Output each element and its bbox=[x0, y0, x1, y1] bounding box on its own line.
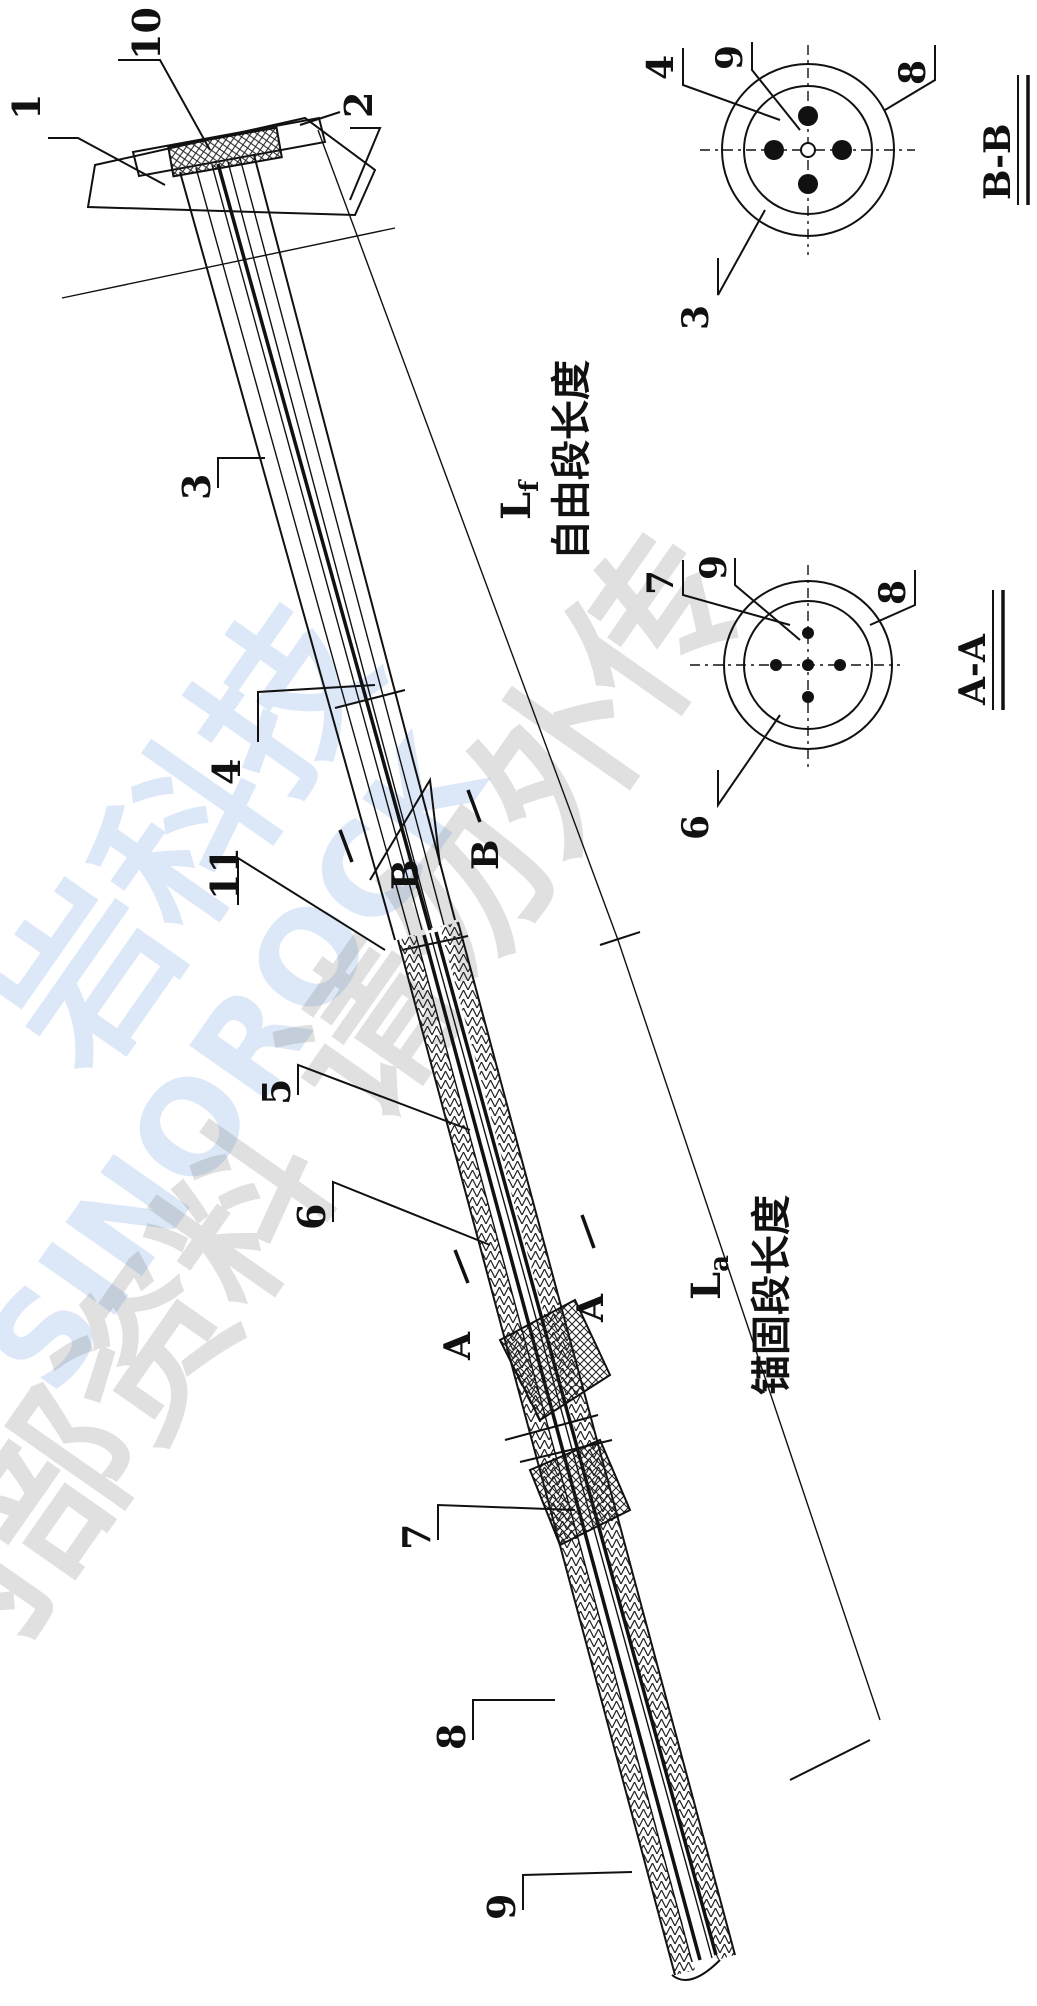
aa-callout-8: 8 bbox=[872, 580, 914, 605]
bearing-pad bbox=[86, 116, 377, 217]
callout-4: 4 bbox=[204, 759, 249, 785]
anchorage-length-label: 锚固段长度 bbox=[749, 1195, 795, 1395]
free-length-label: 自由段长度 bbox=[549, 360, 595, 560]
anchorage-length-symbol: La bbox=[683, 1255, 735, 1300]
bb-callout-3: 3 bbox=[675, 305, 717, 330]
callout-numbers: 1 10 2 3 4 11 5 6 7 8 9 bbox=[4, 7, 524, 1920]
dimension-lines: Lf 自由段长度 La 锚固段长度 bbox=[299, 111, 881, 1781]
bb-callout-4: 4 bbox=[640, 55, 682, 80]
section-mark-a-right: A bbox=[570, 1293, 612, 1323]
aa-callout-9: 9 bbox=[693, 555, 735, 580]
section-a-a: 7 9 8 6 A-A bbox=[640, 555, 1005, 840]
anchor-plate bbox=[131, 116, 327, 178]
section-b-b: 4 9 8 3 B-B bbox=[640, 42, 1030, 330]
callout-8: 8 bbox=[429, 1724, 474, 1750]
callout-5: 5 bbox=[254, 1079, 299, 1105]
callout-3: 3 bbox=[174, 474, 219, 500]
cut-a-right-tick bbox=[580, 1214, 596, 1249]
head-cut-line bbox=[61, 227, 396, 299]
cut-a-left-tick bbox=[453, 1249, 470, 1284]
wedge-block bbox=[167, 126, 283, 178]
callout-9: 9 bbox=[479, 1894, 524, 1920]
anchor-head bbox=[61, 116, 396, 299]
dim-free-length bbox=[317, 129, 619, 941]
callout-2: 2 bbox=[336, 92, 381, 118]
free-length-symbol: Lf bbox=[493, 479, 545, 520]
callout-6: 6 bbox=[289, 1204, 334, 1230]
callout-10: 10 bbox=[124, 7, 169, 60]
dim-anchorage-length bbox=[617, 939, 881, 1721]
callout-leaders bbox=[48, 59, 633, 1910]
section-mark-b-left: B bbox=[385, 860, 427, 890]
watermark: 岩科技 SINOROCK 内部资料 请勿外传 bbox=[0, 504, 782, 1742]
cut-b-right-tick bbox=[466, 789, 482, 823]
bb-callout-8: 8 bbox=[892, 60, 934, 85]
anchorage-grout bbox=[397, 921, 736, 1981]
section-b-b-title: B-B bbox=[977, 124, 1019, 200]
section-cut-markers: B B A A bbox=[338, 789, 612, 1361]
spacer-6 bbox=[498, 1298, 612, 1422]
callout-7: 7 bbox=[394, 1524, 439, 1550]
section-a-a-title: A-A bbox=[952, 633, 994, 706]
spacer-7 bbox=[528, 1438, 632, 1547]
anchor-body bbox=[179, 154, 736, 1981]
aa-callout-7: 7 bbox=[640, 570, 682, 595]
aa-callout-6: 6 bbox=[675, 815, 717, 840]
cut-b-left-tick bbox=[338, 829, 354, 863]
section-mark-a-left: A bbox=[437, 1331, 479, 1361]
callout-11: 11 bbox=[202, 847, 247, 900]
section-mark-b-right: B bbox=[465, 840, 507, 870]
callout-1: 1 bbox=[4, 94, 49, 120]
bb-callout-9: 9 bbox=[709, 45, 751, 70]
grout-hatch-right bbox=[440, 922, 735, 1960]
